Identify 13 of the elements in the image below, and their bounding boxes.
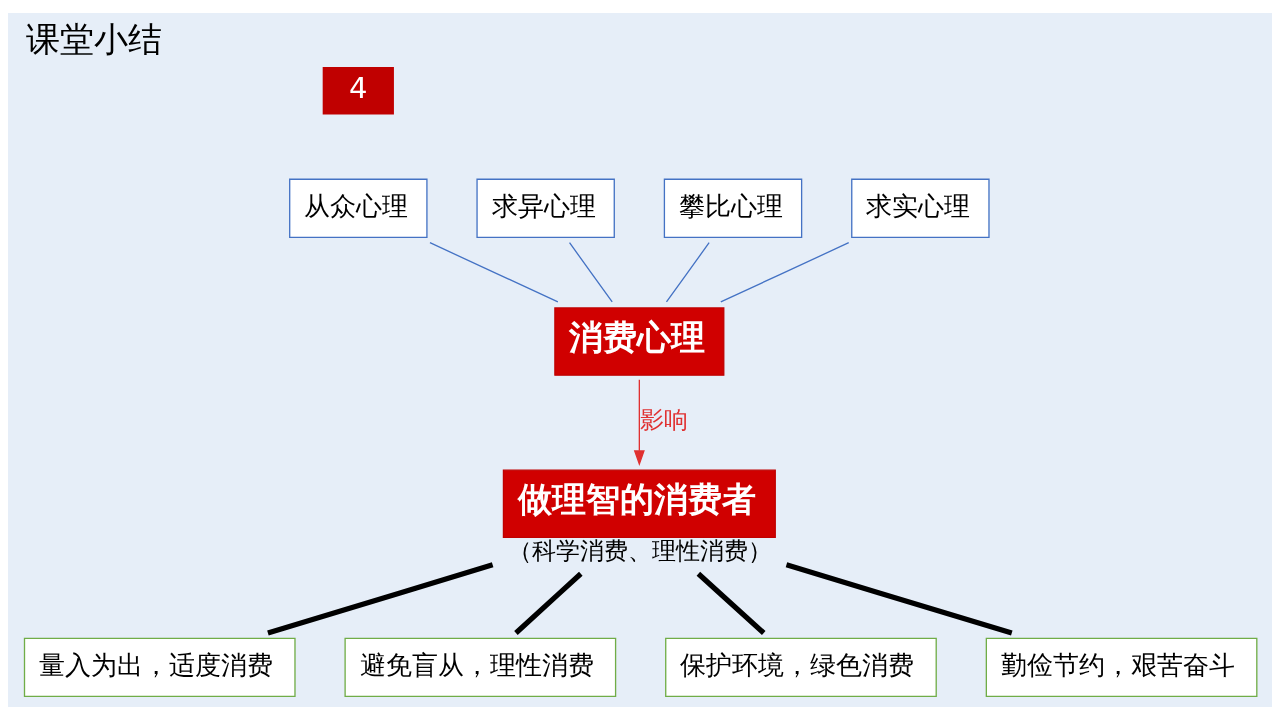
connector — [429, 242, 559, 303]
connector — [665, 242, 710, 303]
edge-label: 影响 — [639, 405, 688, 434]
diagram-title: 课堂小结 — [25, 19, 162, 59]
arrow — [633, 379, 645, 467]
label: 4 — [349, 71, 368, 106]
connector — [785, 562, 1013, 636]
node-label: （科学消费、理性消费） — [508, 537, 773, 566]
connector — [696, 571, 766, 635]
connector — [267, 562, 494, 636]
connector — [720, 242, 850, 303]
connector — [568, 242, 613, 303]
connector — [514, 571, 583, 635]
